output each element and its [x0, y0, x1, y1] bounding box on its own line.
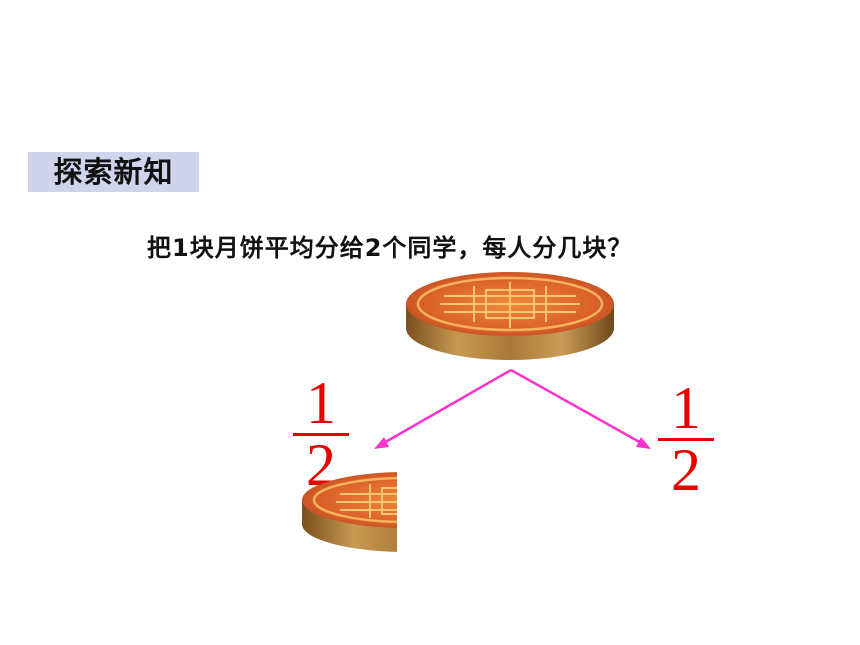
- split-arrows-icon: [374, 368, 651, 449]
- section-tag-label: 探索新知: [53, 155, 174, 189]
- question-text: 把1块月饼平均分给2个同学，每人分几块？: [147, 234, 633, 262]
- fraction-right: 1 2: [654, 375, 718, 503]
- fraction-left-numerator: 1: [306, 370, 336, 436]
- mooncake-whole-icon: [406, 272, 614, 360]
- section-tag: 探索新知: [28, 152, 199, 192]
- mooncake-half-right-icon: [611, 470, 708, 558]
- fraction-left-bar: [293, 433, 349, 436]
- mooncake-half-left-icon: [302, 472, 397, 552]
- fraction-right-bar: [658, 438, 714, 441]
- fraction-right-denominator: 2: [671, 437, 701, 503]
- fraction-right-numerator: 1: [671, 375, 701, 441]
- fraction-left: 1 2: [289, 370, 353, 495]
